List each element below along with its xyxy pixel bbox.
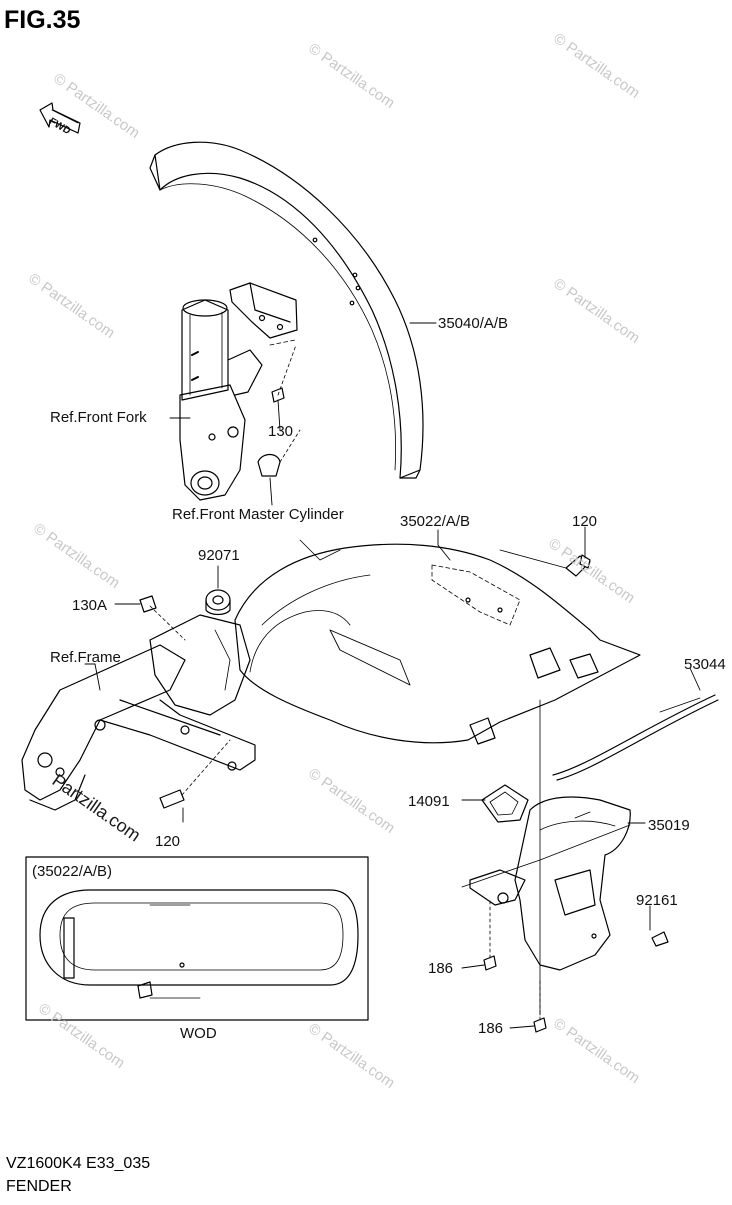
bolt-130a-drawing — [139, 595, 186, 641]
callout-92071: 92071 — [198, 547, 240, 564]
clip-92161-drawing — [651, 931, 669, 947]
rear-inner-fender-drawing — [461, 796, 631, 971]
inset-caption: WOD — [180, 1025, 217, 1042]
bolt-130-drawing — [257, 344, 301, 477]
figure-title: FIG.35 — [4, 6, 81, 34]
callout-53044: 53044 — [684, 656, 726, 673]
section-name: FENDER — [6, 1178, 72, 1195]
callout-186-a: 186 — [428, 960, 454, 977]
callout-130a: 130A — [72, 597, 108, 614]
callout-92161: 92161 — [636, 892, 678, 909]
callout-130: 130 — [268, 423, 294, 440]
cushion-14091-drawing — [481, 784, 529, 823]
rear-fender-drawing — [234, 539, 641, 745]
leader-lines — [84, 322, 701, 1029]
bolt-120-bottom-drawing — [159, 739, 231, 809]
frame-drawing — [21, 614, 256, 811]
callout-35019: 35019 — [648, 817, 690, 834]
bolts-186-drawing — [483, 899, 547, 1033]
callout-14091: 14091 — [408, 793, 450, 810]
callout-120-top: 120 — [572, 513, 598, 530]
inset-label: (35022/A/B) — [32, 863, 113, 880]
model-code: VZ1600K4 E33_035 — [6, 1155, 151, 1172]
callout-ref-master-cylinder: Ref.Front Master Cylinder — [172, 506, 344, 523]
callout-ref-front-fork: Ref.Front Fork — [50, 409, 147, 426]
callout-120-bottom: 120 — [155, 833, 181, 850]
front-fork-drawing — [179, 299, 296, 501]
cable-53044-drawing — [552, 694, 719, 781]
callout-186-b: 186 — [478, 1020, 504, 1037]
callout-ref-frame: Ref.Frame — [50, 649, 121, 666]
callout-35040: 35040/A/B — [438, 315, 509, 332]
fwd-arrow-icon — [39, 102, 81, 134]
cushion-92071-drawing — [205, 589, 231, 616]
bolt-120-top-drawing — [499, 549, 591, 577]
inset-box — [25, 856, 369, 1021]
front-fender-drawing — [149, 141, 424, 479]
callout-35022: 35022/A/B — [400, 513, 471, 530]
